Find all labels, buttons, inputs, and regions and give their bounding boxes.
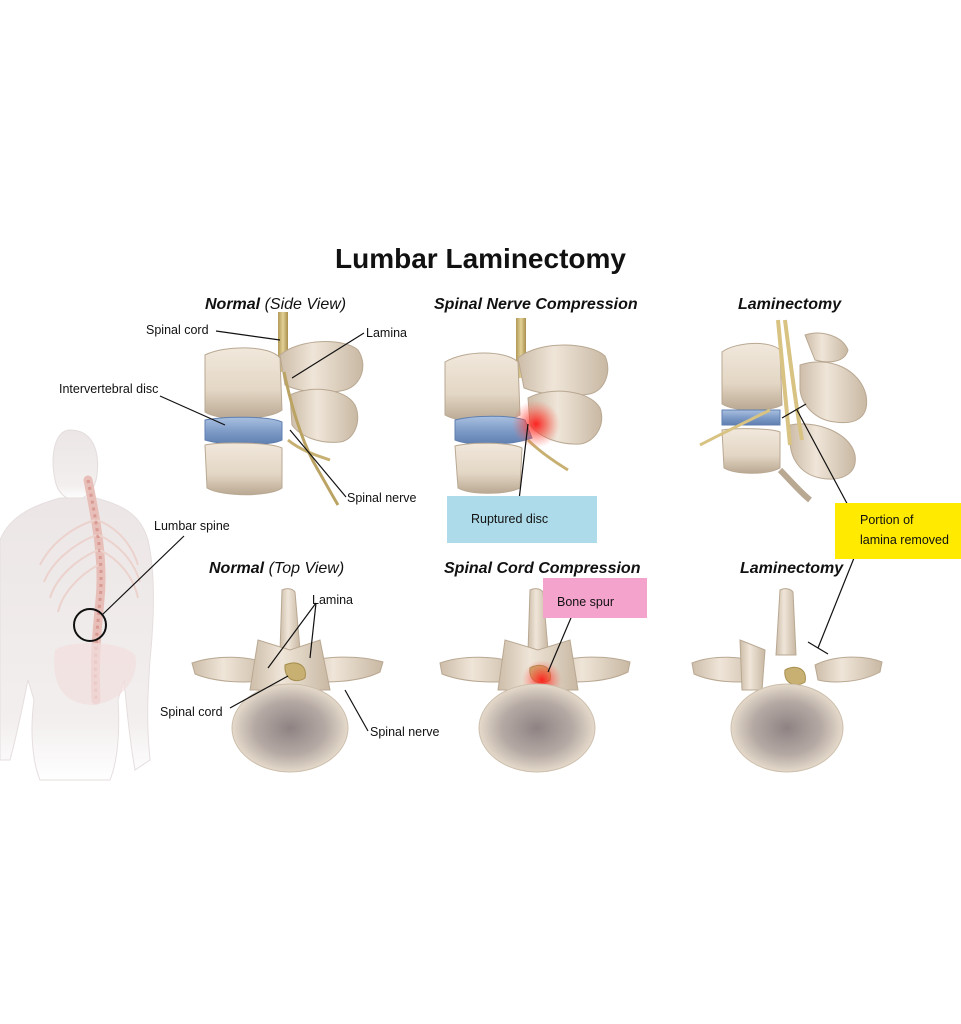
label-spinal-cord-side: Spinal cord: [146, 323, 209, 337]
callout-text: Bone spur: [557, 595, 614, 609]
panel-subtitle-text: (Top View): [268, 560, 345, 577]
inflammation-glow: [512, 400, 560, 448]
label-lumbar-spine: Lumbar spine: [154, 519, 230, 533]
laminectomy-top-view-illustration: [691, 588, 883, 773]
leader-lines: [101, 330, 859, 732]
laminectomy-side-illustration: [699, 319, 868, 503]
callout-text-line1: Portion of: [860, 513, 914, 527]
label-intervertebral-disc: Intervertebral disc: [59, 382, 159, 396]
label-spinal-cord-top: Spinal cord: [160, 705, 223, 719]
callout-bone-spur: Bone spur: [543, 578, 647, 618]
label-lamina-top: Lamina: [312, 593, 353, 607]
callout-text: Ruptured disc: [471, 512, 549, 526]
panel-title-nerve-compression: Spinal Nerve Compression: [434, 296, 638, 313]
panel-title-cord-compression: Spinal Cord Compression: [444, 560, 641, 577]
label-spinal-nerve-side: Spinal nerve: [347, 491, 417, 505]
panel-title-normal-top: Normal (Top View): [209, 560, 344, 578]
panel-subtitle-text: (Side View): [264, 296, 347, 313]
human-figure-illustration: [0, 429, 154, 781]
normal-side-view-illustration: [204, 312, 364, 506]
callout-ruptured-disc: Ruptured disc: [447, 496, 597, 543]
cord-compression-illustration: [439, 588, 631, 773]
panel-title-text: Normal: [205, 296, 261, 313]
nerve-compression-illustration: [444, 318, 609, 494]
callout-text-line2: lamina removed: [860, 533, 949, 547]
panel-title-laminectomy-side: Laminectomy: [738, 296, 842, 313]
panel-title-normal-side: Normal (Side View): [205, 296, 346, 314]
normal-top-view-illustration: [191, 588, 384, 773]
panel-title-laminectomy-top: Laminectomy: [740, 560, 844, 577]
label-spinal-nerve-top: Spinal nerve: [370, 725, 440, 739]
diagram-title: Lumbar Laminectomy: [335, 243, 626, 274]
panel-title-text: Normal: [209, 560, 265, 577]
label-lamina-side: Lamina: [366, 326, 407, 340]
callout-lamina-removed: Portion of lamina removed: [835, 503, 961, 559]
